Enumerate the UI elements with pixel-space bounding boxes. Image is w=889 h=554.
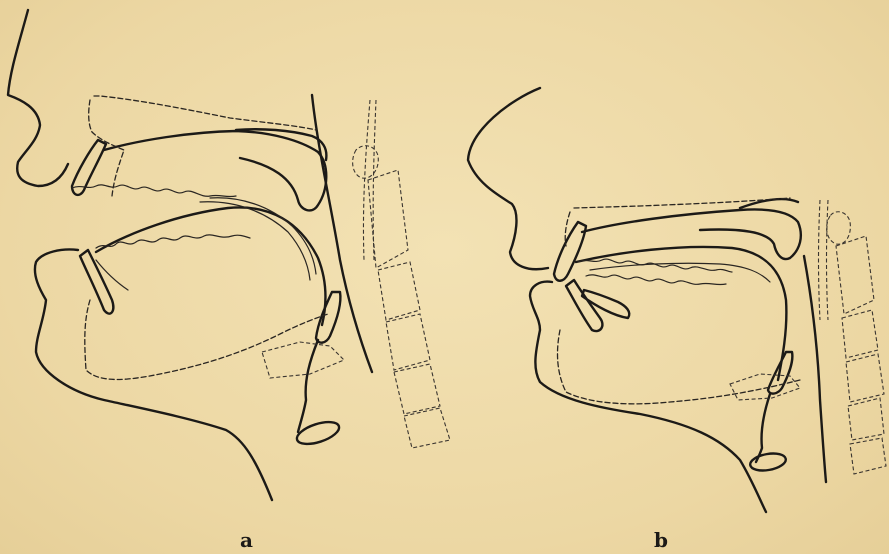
panel-b-larynx	[756, 394, 770, 462]
panel-a-vertebra-6	[404, 408, 450, 448]
panel-a-palate-upper	[236, 129, 326, 160]
panel-b-vertebra-1	[827, 212, 851, 244]
panel-b-vertebra-4	[846, 354, 884, 402]
panel-b-hyoid-dashed	[730, 374, 800, 400]
panel-a-larynx	[298, 340, 318, 432]
panel-a-mandible-dashed	[85, 300, 328, 380]
panel-a-tongue-inner-2	[200, 202, 310, 280]
panel-b-tongue-inner	[590, 263, 770, 282]
panel-a-upper-teeth-line	[72, 185, 236, 197]
panel-b-hyoid	[749, 451, 787, 473]
panel-a-lower-teeth-line	[96, 235, 250, 248]
panel-b-pharynx-wall	[804, 256, 826, 482]
panel-a-palate	[104, 131, 326, 210]
panel-b-upper-incisor	[554, 222, 586, 281]
panel-b-vertebra-2	[836, 236, 874, 314]
panel-b-face-profile	[468, 88, 548, 269]
panel-a-vertebra-5	[394, 364, 440, 414]
panel-b-vertebra-6	[850, 438, 886, 474]
panel-b-palate	[582, 210, 801, 260]
panel-b-drawing	[468, 88, 886, 512]
panel-b-mandible-dashed	[558, 330, 800, 404]
panel-a-drawing	[8, 10, 450, 500]
panel-a-hyoid-dashed	[262, 342, 344, 378]
panel-b-palate-upper	[740, 199, 798, 208]
panel-b-vertebra-5	[848, 398, 884, 440]
panel-b-lower-teeth-line	[586, 275, 726, 285]
panel-b-label: b	[654, 528, 668, 552]
panel-b-vertebra-3	[842, 310, 878, 358]
panel-b-tongue	[576, 247, 786, 380]
panel-a-face-profile	[8, 10, 68, 186]
panel-a-vertebra-3	[378, 262, 420, 320]
panel-a-label: a	[240, 528, 253, 552]
panel-a-vertebra-4	[386, 314, 430, 370]
panel-a-lower-incisor	[80, 250, 113, 314]
panel-b-lower-lip-chin	[530, 282, 766, 512]
panel-b-maxilla-dashed	[565, 198, 790, 246]
panel-b-spine-dashed	[819, 200, 829, 320]
panel-b-upper-teeth-line	[578, 259, 732, 272]
